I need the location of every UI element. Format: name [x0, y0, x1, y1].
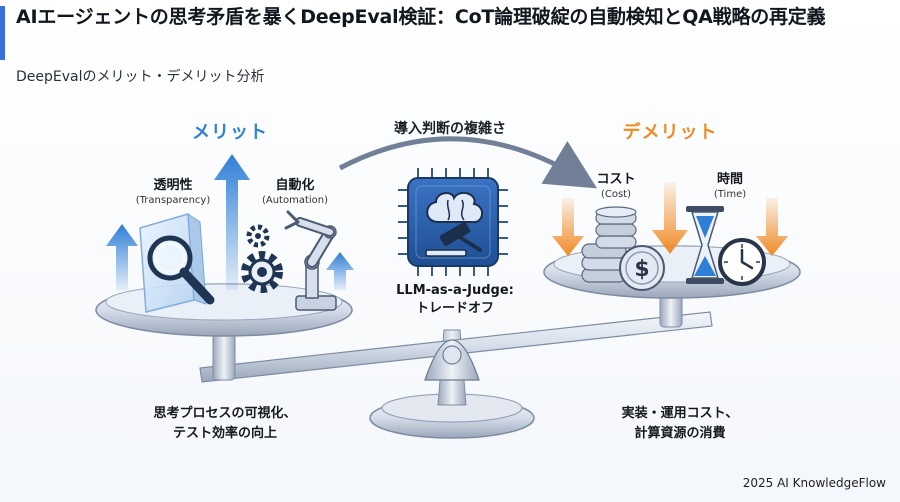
clock-icon — [718, 238, 766, 286]
demerit-description-line1: 実装・運用コスト、 — [621, 406, 739, 421]
demerit-heading: デメリット — [622, 122, 718, 143]
complexity-heading: 導入判断の複雑さ — [394, 121, 506, 137]
dollar-coin-icon: $ — [619, 245, 665, 291]
merit-heading: メリット — [192, 122, 268, 143]
merit-item-automation: 自動化 (Automation) — [240, 174, 350, 206]
hourglass-icon — [686, 206, 724, 284]
merit-item-title: 透明性 — [153, 178, 193, 193]
demerit-item-sub: (Cost) — [600, 189, 632, 200]
demerit-item-title: コスト — [596, 172, 636, 187]
title-accent-bar — [0, 6, 5, 60]
demerit-description: 実装・運用コスト、 計算資源の消費 — [590, 404, 770, 444]
robot-arm-icon — [284, 210, 337, 311]
llm-judge-label: LLM-as-a-Judge: トレードオフ — [370, 282, 540, 318]
llm-judge-line2: トレードオフ — [415, 301, 494, 316]
demerit-item-cost: コスト (Cost) — [566, 168, 666, 200]
merit-item-sub: (Automation) — [261, 195, 329, 206]
brain-chip-icon — [398, 168, 508, 276]
demerit-description-line2: 計算資源の消費 — [634, 426, 726, 441]
merit-item-sub: (Transparency) — [135, 195, 211, 206]
demerit-item-time: 時間 (Time) — [680, 168, 780, 200]
merit-up-arrows — [106, 154, 354, 290]
demerit-item-sub: (Time) — [713, 189, 747, 200]
demerit-down-arrows — [552, 182, 788, 256]
page-subtitle: DeepEvalのメリット・デメリット分析 — [16, 69, 265, 85]
footer-credit: 2025 AI KnowledgeFlow — [742, 476, 886, 490]
gavel-icon — [425, 222, 482, 257]
svg-text:$: $ — [634, 257, 649, 282]
gear-icon — [241, 224, 283, 293]
page-title: AIエージェントの思考矛盾を暴くDeepEval検証：CoT論理破綻の自動検知と… — [16, 6, 826, 28]
merit-description-line2: テスト効率の向上 — [172, 426, 277, 441]
curved-arrow — [338, 136, 598, 189]
magnifier-icon — [139, 213, 215, 313]
llm-judge-line1: LLM-as-a-Judge: — [396, 283, 514, 298]
merit-item-transparency: 透明性 (Transparency) — [118, 174, 228, 206]
demerit-item-title: 時間 — [716, 172, 743, 187]
merit-description: 思考プロセスの可視化、 テスト効率の向上 — [120, 404, 330, 444]
merit-item-title: 自動化 — [275, 178, 315, 193]
merit-description-line1: 思考プロセスの可視化、 — [153, 406, 297, 421]
